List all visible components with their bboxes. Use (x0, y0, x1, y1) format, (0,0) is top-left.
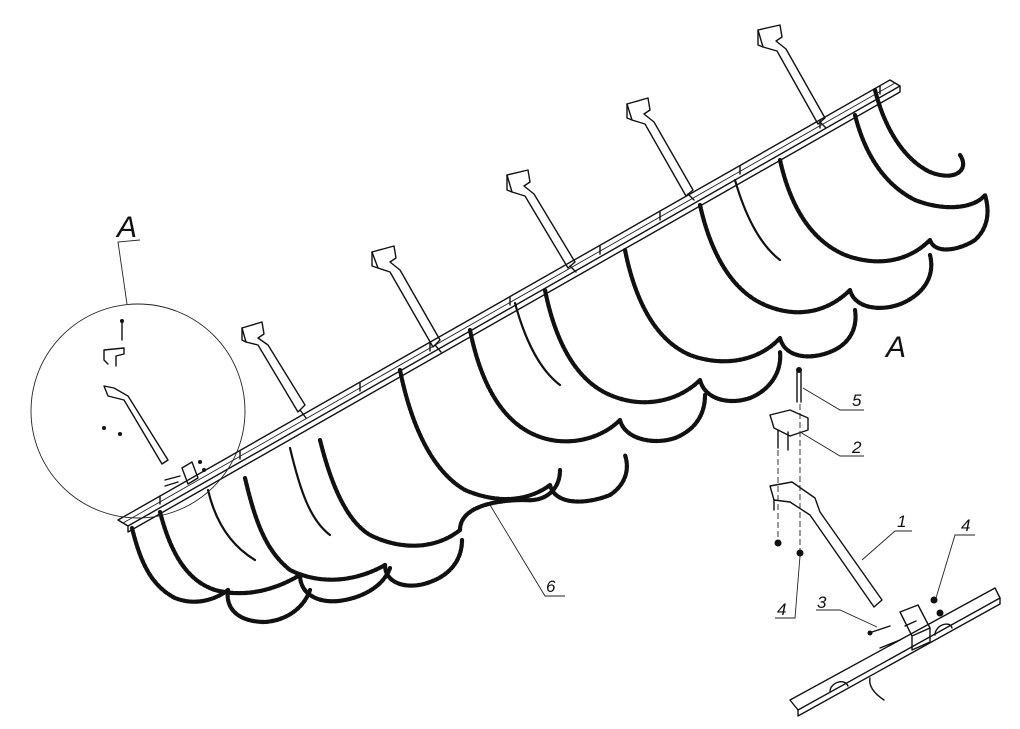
callout-1: 1 (897, 512, 906, 531)
callout-4-left: 4 (777, 600, 786, 619)
bracket-1 (241, 321, 307, 419)
bracket-5 (757, 24, 827, 129)
upright-brackets (241, 24, 827, 419)
callout-5: 5 (852, 391, 862, 410)
callout-3: 3 (817, 593, 827, 612)
detail-circle-a (30, 239, 246, 519)
chain-curtain (129, 87, 990, 625)
detail-view-a (769, 367, 1001, 717)
bracket-3 (506, 169, 577, 273)
callout-6: 6 (546, 577, 556, 596)
detail-marker-label: A (115, 211, 137, 244)
callout-4-right: 4 (961, 516, 970, 535)
detail-view-title: A (884, 331, 906, 364)
bracket-4 (626, 97, 695, 201)
leader-lines (489, 387, 975, 628)
bracket-2 (371, 245, 442, 353)
main-beam (117, 79, 901, 533)
callout-2: 2 (851, 438, 862, 457)
